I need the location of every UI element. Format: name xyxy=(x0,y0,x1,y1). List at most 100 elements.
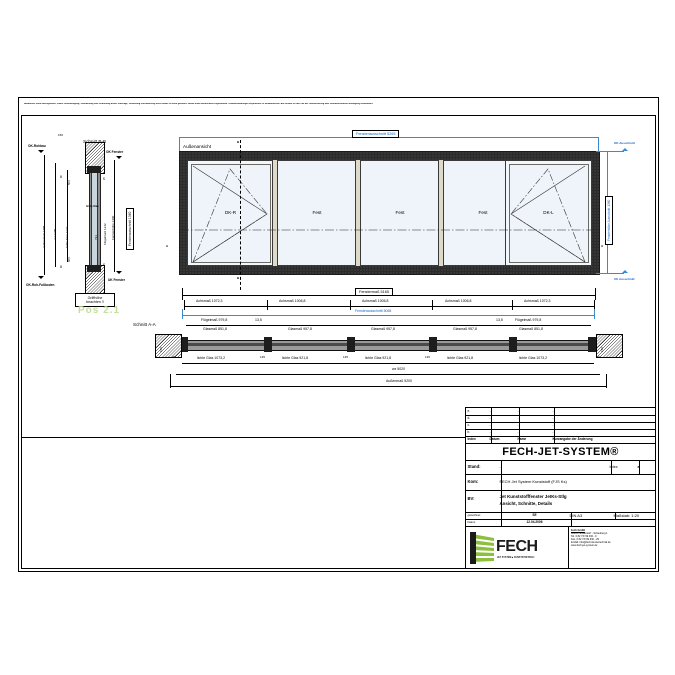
revision-row-b: b. - - - xyxy=(466,429,655,437)
dim-bb-aussenmass: Außenmaß 1485 xyxy=(42,225,46,248)
dim-bb-80-bot: 80 xyxy=(60,265,63,268)
format-value: DIN A3 xyxy=(568,512,616,519)
dimline-aussenmass xyxy=(170,386,606,387)
section-bb-title: Schnitt B-B xyxy=(83,139,106,144)
section-bb-sill-node xyxy=(87,265,101,272)
kom-value: FECH Jet System Kunststoff (FJS Ks) xyxy=(499,479,567,484)
revision-row-c: c. - - - xyxy=(466,422,655,430)
stand-value: - xyxy=(498,460,612,474)
dim-achsmass-3: Achsmaß 1006,8 xyxy=(362,299,389,303)
level-marker-ok-rohbau xyxy=(38,150,44,153)
company-address: 86695 Nordendorf - Schauberg 1 xyxy=(571,532,608,535)
bv-row: BV: Jet Kunststofffenster JetKs-Stlg Ans… xyxy=(466,490,655,513)
section-post-5 xyxy=(509,337,517,352)
dim-gap-b: 13,5 xyxy=(496,318,503,322)
revision-header: Index Datum Name Kurzangabe der Änderung xyxy=(466,436,655,444)
panel-label-4: Fest xyxy=(478,209,488,215)
dim-edge-30-l: 30 xyxy=(172,355,176,359)
dim-fluegelmass-1: Flügelmaß 979,8 xyxy=(201,318,228,322)
level-marker-uk-ausschnitt xyxy=(622,270,628,273)
rev-b-index: b. xyxy=(466,429,492,436)
dim-glasmass-3: Glasmaß 957,8 xyxy=(371,327,395,331)
bv-label: BV: xyxy=(466,490,502,512)
dim-glasmass-4: Glasmaß 957,8 xyxy=(453,327,477,331)
dimline-bb-4 xyxy=(114,160,115,272)
kom-row: Kom: FECH Jet System Kunststoff (FJS Ks) xyxy=(466,474,655,491)
rev-hdr-index: Index xyxy=(466,436,492,443)
section-post-2 xyxy=(264,337,272,352)
section-mark-a-right: A xyxy=(601,244,604,248)
panel-label-1: DK-R xyxy=(224,209,237,215)
fa-t2 xyxy=(594,309,595,319)
dimtick-r1 xyxy=(598,137,599,151)
dim-bb-lichte-glas: lichte Glas 1132 xyxy=(65,226,69,248)
dim-bb-glass-note: lichte Glas xyxy=(86,205,99,208)
bv-value: Jet Kunststofffenster JetKs-Stlg Ansicht… xyxy=(498,490,655,512)
dim-achsmass-1: Achsmaß 1072,3 xyxy=(196,299,223,303)
panel-fest-1[interactable]: Fest xyxy=(277,160,357,266)
rev-d-index: d. xyxy=(466,415,492,422)
section-bb-head-node xyxy=(87,166,101,173)
dim-bb-fluegelmass: Flügelmaß 1242 xyxy=(103,223,107,245)
dimline-wz xyxy=(176,374,600,375)
dim-glasmass-2: Glasmaß 957,8 xyxy=(288,327,312,331)
dimtick-top-right xyxy=(596,151,624,152)
dim-bb-80-top: 80 xyxy=(60,175,63,178)
section-mark-b-top: B xyxy=(237,140,240,144)
dimtick-l1 xyxy=(179,137,180,151)
panel-dk-l-glass xyxy=(508,163,589,263)
sheet-outer-frame xyxy=(18,97,659,572)
title-block-top-rule xyxy=(21,437,465,438)
company-tel: Tel. 0 82 73/ 99 430 - 0 xyxy=(571,535,597,538)
section-aa-core xyxy=(182,343,594,346)
rev-b-name: - xyxy=(516,429,555,436)
level-marker-ok-fenster xyxy=(116,156,122,159)
dim-bb-25-top: 25 xyxy=(103,177,106,180)
company-info: Fech GmbH 86695 Nordendorf - Schauberg 1… xyxy=(571,529,611,547)
at2 xyxy=(267,300,268,310)
at3 xyxy=(350,300,351,310)
section-aa-dim-right: 150 xyxy=(600,346,604,352)
footer-row: FECH JET SYSTEM ■ KUNSTSTOFFBAU Fech Gmb… xyxy=(466,526,655,568)
scale-label: Maßstab: xyxy=(613,513,631,518)
rev-e-index: e. xyxy=(466,408,492,415)
rev-b-desc: - xyxy=(552,429,554,434)
note-griffhoehe-line2: beachten !! xyxy=(86,300,104,305)
watermark-pos: Pos 2.1 xyxy=(78,305,121,316)
section-mark-a-left: A xyxy=(166,244,169,248)
brand-row: FECH-JET-SYSTEM® xyxy=(466,443,655,461)
panel-fest-2[interactable]: Fest xyxy=(360,160,440,266)
index-value: a xyxy=(637,464,640,469)
level-uk-ausschnitt: UK Ausschnitt xyxy=(614,277,635,281)
rev-d-desc: - xyxy=(552,415,554,420)
panel-dk-l[interactable]: DK-L xyxy=(505,160,592,266)
dim-135-2: 135 xyxy=(343,355,349,359)
section-aa-title: Schnitt A-A xyxy=(133,322,156,327)
panel-dk-r[interactable]: DK-R xyxy=(187,160,274,266)
level-uk-fenster: UK Fenster xyxy=(108,278,126,282)
dim-fluegelmass-2: Flügelmaß 979,8 xyxy=(515,318,542,322)
panel-label-5: DK-L xyxy=(543,209,554,215)
level-ok-roh-fussboden: OK-Roh-Fußboden xyxy=(26,283,55,287)
scale-value: 1:20 xyxy=(631,513,640,518)
rev-e-desc: - xyxy=(552,408,554,413)
stand-row: Stand: - Index: a xyxy=(466,460,655,475)
fech-logo: FECH JET SYSTEM ■ KUNSTSTOFFBAU xyxy=(468,528,552,568)
dim-edge-30-r: 30 xyxy=(597,355,601,359)
at1 xyxy=(184,300,185,310)
title-block-left-edge xyxy=(465,407,466,567)
rev-c-name: - xyxy=(516,422,555,429)
view-label-aussenansicht: Außenansicht xyxy=(183,144,212,149)
stand-label: Stand: xyxy=(466,460,502,474)
index-label: Index: xyxy=(608,460,640,474)
dim-wz: wz 5020 xyxy=(392,367,406,371)
rev-e-datum: - xyxy=(488,408,520,415)
section-post-1 xyxy=(180,337,188,352)
at5 xyxy=(512,300,513,310)
rev-e-name: - xyxy=(516,408,555,415)
kom-label: Kom: xyxy=(466,474,502,490)
note-griffhoehe: Griffhöhe beachten !! xyxy=(75,293,115,308)
dimtick-fm-r xyxy=(595,288,596,300)
dimline-fluegelmass xyxy=(186,325,591,326)
